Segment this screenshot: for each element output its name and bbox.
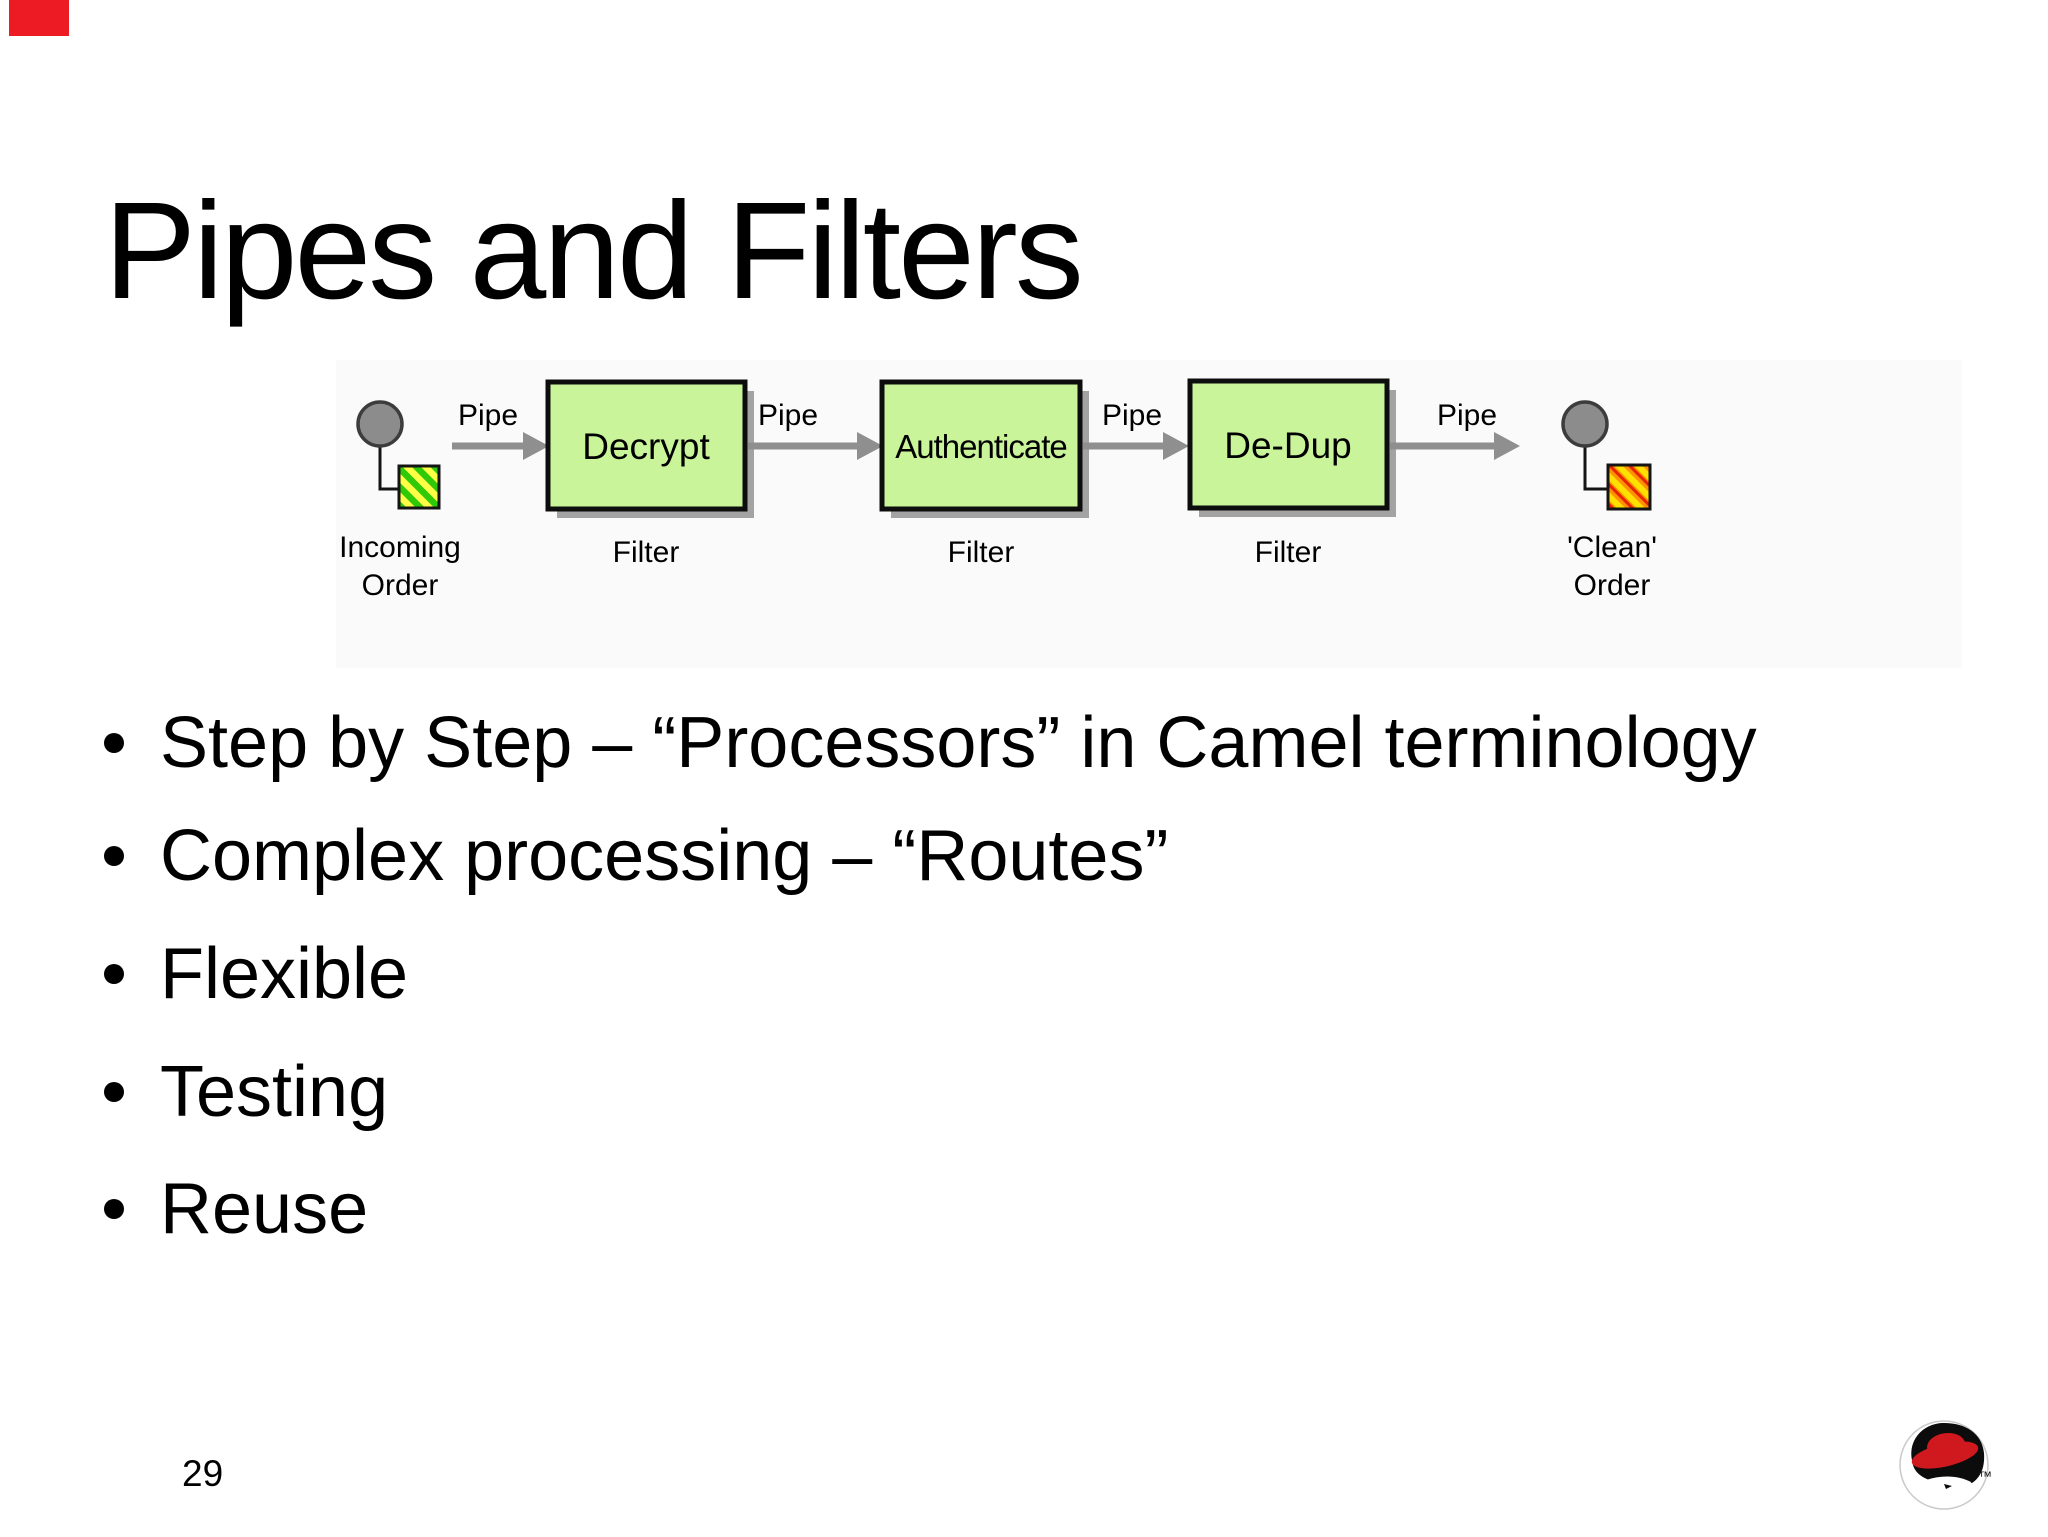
bullet-text: Testing: [160, 1052, 389, 1132]
pipe-arrowhead-2: [857, 432, 883, 460]
clean-connector-line: [1583, 446, 1608, 491]
decrypt-box-label: Decrypt: [582, 426, 710, 467]
filter-box-dedup: [1187, 378, 1390, 511]
logo-hat-crown: [1927, 1433, 1966, 1456]
filter-box-authenticate: [879, 379, 1083, 512]
bullet-dot: [104, 964, 124, 985]
page-title: Pipes and Filters: [104, 174, 1084, 329]
bullet-dot: [104, 733, 124, 754]
bullet-text: Complex processing – “Routes”: [160, 816, 1169, 896]
pipe-label-2: Pipe: [758, 399, 818, 432]
clean-label-line2: Order: [1574, 569, 1651, 602]
pipe-label-4: Pipe: [1437, 399, 1497, 432]
pipe-label-1: Pipe: [458, 399, 518, 432]
clean-label-line1: 'Clean': [1567, 531, 1657, 564]
corner-accent-bar: [9, 0, 69, 36]
dedup-box-label: De-Dup: [1224, 425, 1352, 466]
bullet-dot: [104, 846, 124, 867]
decrypt-caption: Filter: [613, 536, 680, 569]
bullet-item-5: Reuse: [104, 1166, 368, 1252]
bullet-item-2: Complex processing – “Routes”: [104, 813, 1168, 899]
bullet-item-1: Step by Step – “Processors” in Camel ter…: [104, 700, 1757, 786]
clean-node-circle: [1561, 400, 1609, 448]
logo-trademark: ™: [1978, 1468, 1992, 1484]
incoming-label-line1: Incoming: [339, 531, 461, 564]
pipe-label-3: Pipe: [1102, 399, 1162, 432]
incoming-label-line2: Order: [362, 569, 439, 602]
authenticate-caption: Filter: [948, 536, 1015, 569]
dedup-caption: Filter: [1255, 536, 1322, 569]
bullet-item-4: Testing: [104, 1049, 388, 1135]
clean-order-icon: [1606, 463, 1652, 511]
red-hat-shadowman-logo: [1898, 1414, 1990, 1516]
pipe-arrowhead-4: [1494, 432, 1520, 460]
bullet-dot: [104, 1199, 124, 1220]
authenticate-box-label: Authenticate: [895, 428, 1066, 465]
incoming-connector-line: [378, 446, 399, 491]
page-number: 29: [182, 1453, 224, 1494]
logo-chin-mark: [1944, 1484, 1952, 1489]
filter-box-decrypt: [545, 379, 748, 512]
bullet-text: Reuse: [160, 1169, 369, 1249]
bullet-item-3: Flexible: [104, 931, 408, 1017]
bullet-text: Flexible: [160, 934, 409, 1014]
pipe-arrowhead-3: [1163, 432, 1189, 460]
incoming-node-circle: [356, 400, 404, 448]
incoming-order-icon: [397, 464, 441, 510]
bullet-text: Step by Step – “Processors” in Camel ter…: [160, 703, 1757, 783]
logo-face: [1926, 1476, 1971, 1493]
bullet-dot: [104, 1082, 124, 1103]
pipe-arrowhead-1: [523, 432, 549, 460]
